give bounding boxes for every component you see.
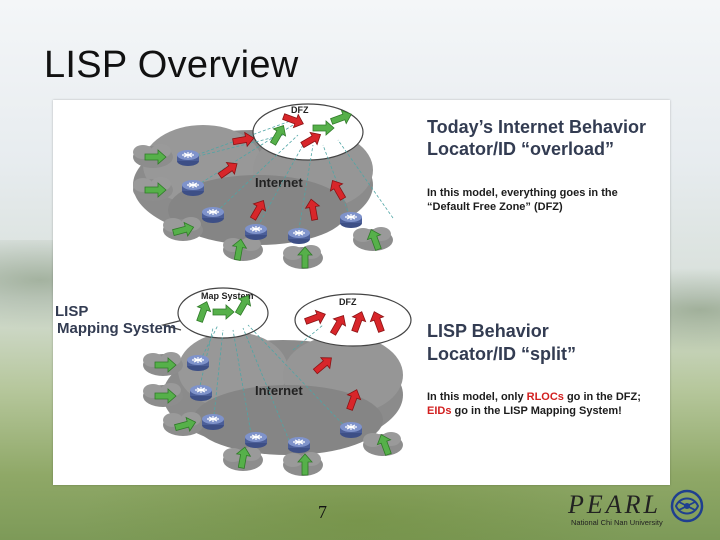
eids-highlight: EIDs <box>427 405 452 417</box>
note-prefix: In this model, only <box>427 391 527 403</box>
note-suffix: go in the DFZ; <box>563 391 641 403</box>
lisp-side-label-line2: Mapping System <box>57 320 177 337</box>
bottom-internet-cloud <box>163 332 403 455</box>
top-heading-line1: Today’s Internet Behavior <box>427 117 647 137</box>
bottom-dashed-lines <box>197 324 354 451</box>
logo-subtitle: National Chi Nan University <box>571 518 663 527</box>
page-number: 7 <box>318 502 327 522</box>
top-heading-line2: Locator/ID “overload” <box>427 139 615 159</box>
university-emblem-icon <box>670 489 704 523</box>
map-system-label: Map System <box>201 291 254 301</box>
bottom-heading-line1: LISP Behavior <box>427 321 549 341</box>
bottom-internet-label: Internet <box>255 383 303 398</box>
bottom-note-line1: In this model, only RLOCs go in the DFZ; <box>427 390 641 404</box>
note2-suffix: go in the LISP Mapping System! <box>451 405 622 417</box>
top-dfz-label: DFZ <box>291 105 309 115</box>
top-internet-label: Internet <box>255 175 303 190</box>
top-note-line2: “Default Free Zone” (DFZ) <box>427 201 563 213</box>
bottom-dfz-label: DFZ <box>339 297 357 307</box>
bottom-note-line2: EIDs go in the LISP Mapping System! <box>427 404 622 418</box>
bottom-heading-line2: Locator/ID “split” <box>427 344 577 364</box>
pearl-logo: PEARL National Chi Nan University <box>566 489 706 530</box>
rlocs-highlight: RLOCs <box>526 391 564 403</box>
diagram-canvas: DFZ Internet <box>133 103 412 476</box>
slide-title: LISP Overview <box>44 44 299 86</box>
lisp-side-label-line1: LISP <box>55 303 89 320</box>
bottom-dfz-bubble <box>294 293 412 347</box>
top-note-line1: In this model, everything goes in the <box>427 187 618 199</box>
diagram-panel: DFZ Internet <box>53 100 670 485</box>
logo-word: PEARL <box>568 490 661 519</box>
